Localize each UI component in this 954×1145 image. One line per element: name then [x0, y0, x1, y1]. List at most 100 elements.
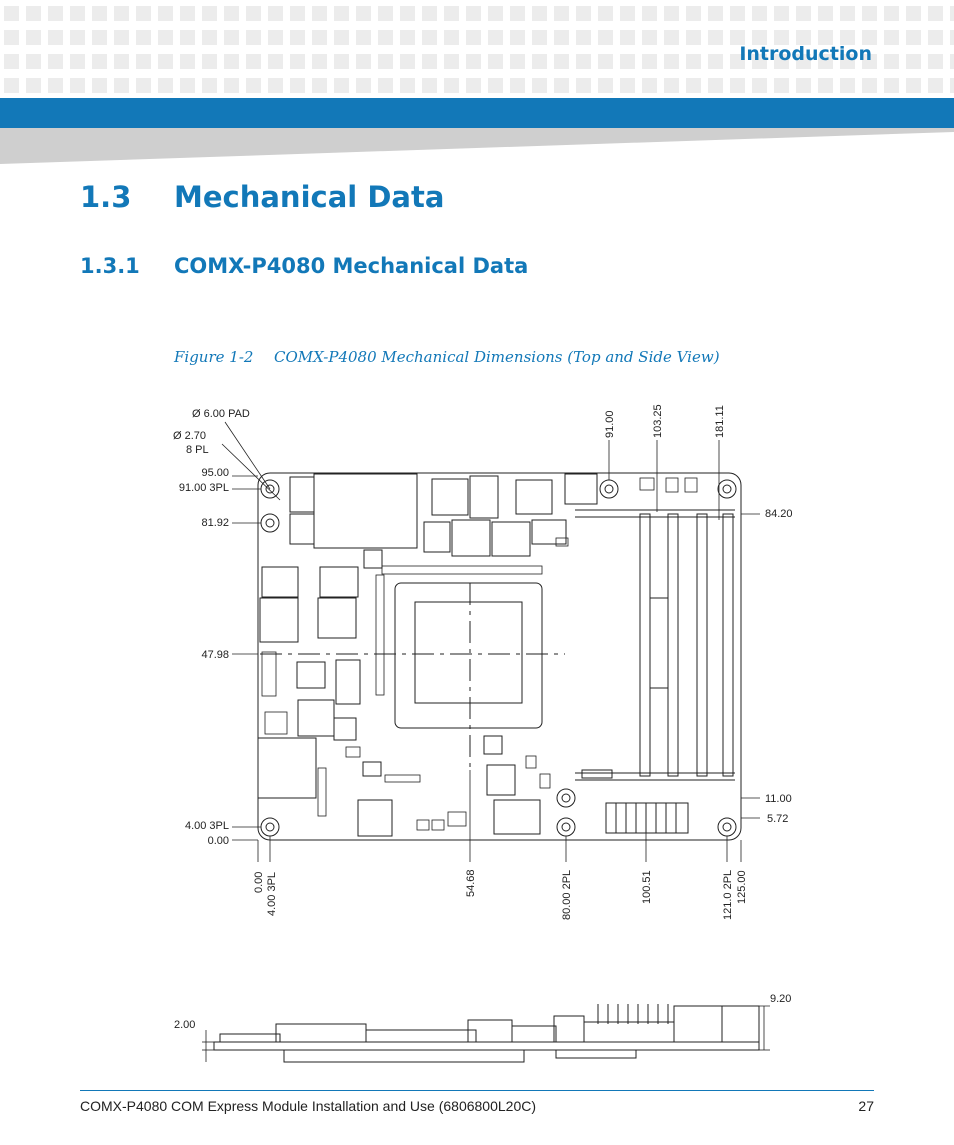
header-pattern-square [378, 30, 393, 45]
header-pattern-square [444, 6, 459, 21]
component-inductor [313, 473, 418, 549]
header-pattern-square [906, 54, 921, 69]
header-pattern-square [312, 6, 327, 21]
x-dim-label-top: 181.11 [714, 405, 726, 438]
header-pattern-square [664, 30, 679, 45]
header-pattern-square [598, 30, 613, 45]
header-pattern-square [752, 78, 767, 93]
header-pattern-square [752, 6, 767, 21]
header-pattern-square [180, 30, 195, 45]
header-pattern-square [70, 78, 85, 93]
header-pattern-square [400, 54, 415, 69]
header-pattern-square [334, 6, 349, 21]
header-pattern-square [4, 6, 19, 21]
header-pattern-square [202, 54, 217, 69]
top-view [257, 472, 742, 841]
header-pattern-square [224, 30, 239, 45]
header-pattern-square [532, 30, 547, 45]
dimension-labels: Ø 6.00 PAD Ø 2.70 8 PL 95.00 91.00 3PL 8… [173, 404, 793, 920]
header-pattern-square [840, 54, 855, 69]
header-pattern-square [246, 54, 261, 69]
header-pattern-square [950, 78, 954, 93]
header-pattern-square [422, 54, 437, 69]
mounting-holes [260, 479, 737, 837]
header-pattern-square [554, 6, 569, 21]
header-pattern-square [554, 54, 569, 69]
header-pattern-square [356, 54, 371, 69]
header-pattern-square [510, 6, 525, 21]
subsection-number: 1.3.1 [80, 254, 140, 278]
header-pattern-square [290, 54, 305, 69]
sodimm-sockets [575, 509, 735, 781]
side-dim-label: 9.20 [770, 993, 791, 1005]
header-pattern-square [114, 30, 129, 45]
header-pattern-square [928, 6, 943, 21]
header-pattern-square [202, 30, 217, 45]
header-pattern-square [884, 6, 899, 21]
header-pattern-square [180, 54, 195, 69]
header-pattern-square [818, 6, 833, 21]
header-pattern-square [378, 78, 393, 93]
header-pattern-square [356, 30, 371, 45]
header-pattern-square [312, 30, 327, 45]
header-pattern-square [576, 78, 591, 93]
header-pattern-square [532, 6, 547, 21]
header-pattern-square [444, 78, 459, 93]
header-pattern-square [246, 30, 261, 45]
y-dim-label: 95.00 [201, 467, 229, 479]
header-pattern-square [312, 78, 327, 93]
y-dim-label: 0.00 [208, 835, 229, 847]
header-pattern-square [576, 30, 591, 45]
header-pattern-square [48, 30, 63, 45]
header-pattern-square [378, 6, 393, 21]
header-pattern-square [510, 54, 525, 69]
header-pattern-square [752, 54, 767, 69]
header-pattern-square [884, 78, 899, 93]
header-pattern-square [488, 54, 503, 69]
y-dim-label-right: 84.20 [765, 508, 793, 520]
header-pattern-square [136, 78, 151, 93]
header-pattern-square [180, 6, 195, 21]
header-pattern-square [224, 78, 239, 93]
header-pattern-square [620, 54, 635, 69]
header-pattern-square [576, 54, 591, 69]
header-pattern-square [290, 6, 305, 21]
header-pattern-square [334, 78, 349, 93]
side-view-labels: 2.00 9.20 [174, 993, 791, 1031]
header-pattern-square [268, 30, 283, 45]
header-pattern-square [796, 54, 811, 69]
header-pattern-square [642, 54, 657, 69]
section-number: 1.3 [80, 180, 132, 214]
header-pattern-square [136, 6, 151, 21]
header-pattern-square [686, 78, 701, 93]
header-pattern-square [620, 6, 635, 21]
section-title: Mechanical Data [174, 180, 445, 214]
header-pattern-square [114, 78, 129, 93]
header-pattern-square [26, 6, 41, 21]
header-pattern-square [356, 6, 371, 21]
side-view [213, 1004, 760, 1063]
board-outline [257, 472, 742, 841]
page-number: 27 [858, 1098, 874, 1114]
header-pattern-square [114, 6, 129, 21]
header-pattern-square [642, 6, 657, 21]
header-pattern [4, 6, 954, 93]
x-dim-label-top: 103.25 [652, 404, 664, 438]
header-pattern-square [246, 78, 261, 93]
header-pattern-square [70, 54, 85, 69]
header-pattern-square [48, 54, 63, 69]
header-pattern-square [664, 54, 679, 69]
header-pattern-square [664, 6, 679, 21]
header-pattern-square [444, 30, 459, 45]
header-pattern-square [686, 30, 701, 45]
header-pattern-square [180, 78, 195, 93]
processor-package [260, 582, 565, 770]
header-pattern-square [70, 30, 85, 45]
side-view-dimensions [202, 1005, 770, 1062]
y-dim-label: 81.92 [201, 517, 229, 529]
header-pattern-square [70, 6, 85, 21]
hole-callout: Ø 2.70 [173, 430, 206, 442]
header-pattern-square [708, 30, 723, 45]
header-pattern-square [708, 6, 723, 21]
